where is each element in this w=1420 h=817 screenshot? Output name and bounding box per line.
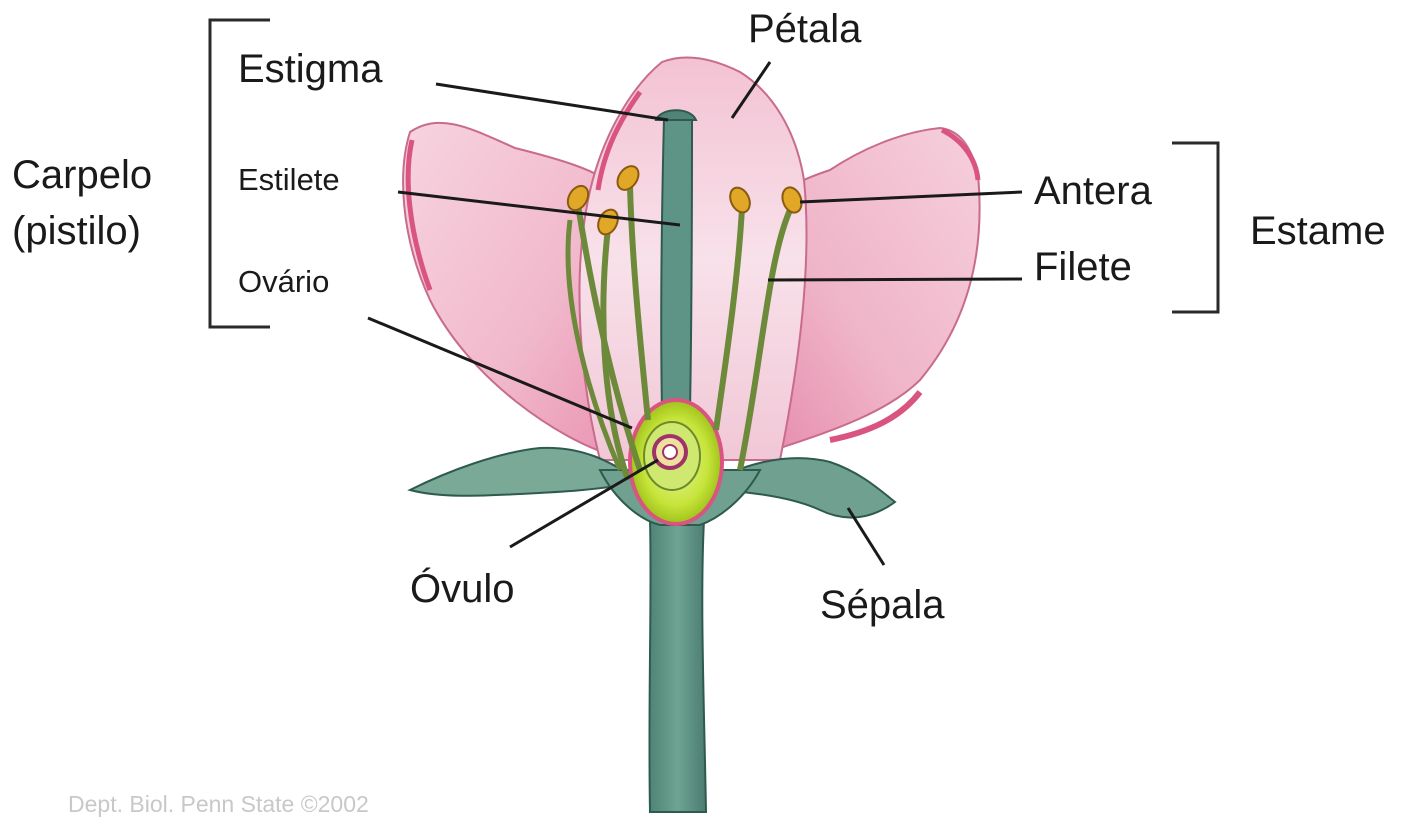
label-estigma: Estigma bbox=[238, 47, 383, 91]
label-carpelo-line1: Carpelo bbox=[12, 153, 152, 197]
credit-text: Dept. Biol. Penn State ©2002 bbox=[68, 791, 369, 817]
label-ovulo: Óvulo bbox=[410, 566, 515, 611]
leader-filete bbox=[768, 279, 1022, 280]
label-petala: Pétala bbox=[748, 7, 862, 51]
estame-bracket bbox=[1172, 143, 1218, 312]
label-filete: Filete bbox=[1034, 245, 1132, 289]
style bbox=[661, 118, 692, 410]
label-antera: Antera bbox=[1034, 169, 1153, 213]
label-carpelo-line2: (pistilo) bbox=[12, 209, 141, 253]
stem bbox=[649, 520, 706, 812]
ovule-core bbox=[663, 445, 677, 459]
label-estilete: Estilete bbox=[238, 162, 340, 197]
label-ovario: Ovário bbox=[238, 264, 329, 299]
label-sepala: Sépala bbox=[820, 583, 945, 627]
label-estame: Estame bbox=[1250, 209, 1386, 253]
